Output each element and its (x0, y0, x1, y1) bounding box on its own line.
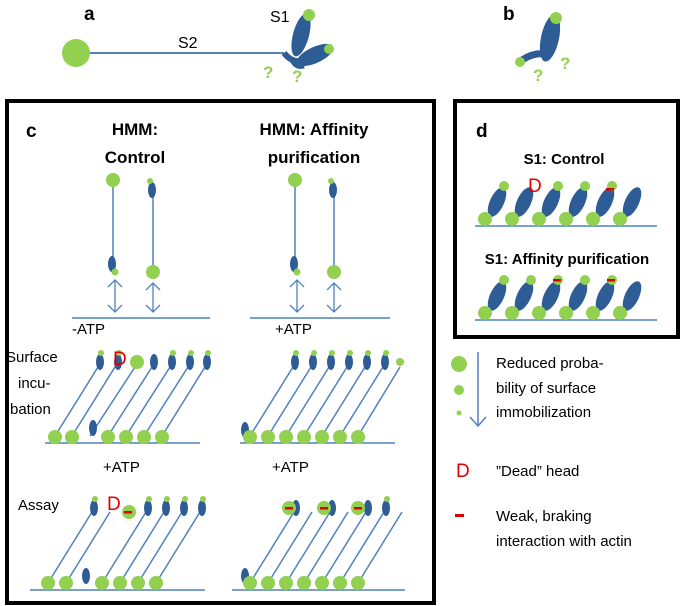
s2-label: S2 (178, 35, 198, 52)
d-control-array: D (475, 176, 657, 227)
minus-atp-label: -ATP (72, 321, 105, 338)
unknown-mark-3: ? (533, 66, 543, 85)
legend-dead-text: ”Dead” head (496, 463, 579, 480)
panel-d: d S1: Control D S1: Affinity purifi (475, 121, 657, 321)
row-surface-1: Surface (6, 349, 58, 366)
assay-affinity (232, 496, 405, 591)
weak-mark-assay-2 (320, 507, 328, 510)
dead-mark-surface: D (113, 349, 127, 370)
legend-arrow (469, 352, 487, 428)
col2-title-2: purification (268, 148, 361, 167)
col1-title-1: HMM: (112, 120, 158, 139)
panel-b-label: b (503, 4, 515, 25)
weak-mark-d-2 (607, 279, 615, 282)
legend-weak-2: interaction with actin (496, 533, 632, 550)
d-affinity-title: S1: Affinity purification (485, 251, 649, 268)
weak-mark-assay-1 (285, 507, 293, 510)
weak-mark-d-control (606, 188, 614, 191)
s1-heads (515, 12, 562, 67)
unknown-mark-2: ? (292, 67, 302, 86)
weak-mark-assay-3 (354, 507, 362, 510)
hmm-heads (281, 9, 334, 69)
assay-control: D (30, 494, 206, 591)
panel-a: a S2 S1 ? ? (62, 4, 334, 86)
col1-title-2: Control (105, 148, 165, 167)
legend-line3: immobilization (496, 404, 591, 421)
tag-large (62, 39, 90, 67)
row-surface-2: incu- (18, 375, 51, 392)
legend-dot-large (451, 356, 467, 372)
legend-line1: Reduced proba- (496, 355, 604, 372)
panel-c-label: c (26, 121, 37, 142)
surface-affinity (240, 350, 404, 444)
panel-d-frame (453, 99, 680, 339)
s1-label: S1 (270, 9, 290, 26)
legend: Reduced proba- bility of surface immobil… (451, 352, 632, 550)
solution-hmm-affinity (250, 173, 390, 319)
unknown-mark-1: ? (263, 63, 273, 82)
plus-atp-label-3: +ATP (272, 459, 309, 476)
panel-a-label: a (84, 4, 95, 25)
plus-atp-label-2: +ATP (103, 459, 140, 476)
dead-mark-assay: D (107, 494, 121, 515)
surface-control: D (45, 349, 211, 444)
weak-mark-assay-control (124, 511, 132, 514)
d-control-title: S1: Control (524, 151, 605, 168)
legend-weak-1: Weak, braking (496, 508, 592, 525)
col2-title-1: HMM: Affinity (260, 120, 369, 139)
legend-dot-medium (454, 385, 464, 395)
panel-d-label: d (476, 121, 488, 142)
d-affinity-array (475, 275, 657, 321)
weak-mark-d-1 (553, 279, 561, 282)
plus-atp-label-1: +ATP (275, 321, 312, 338)
row-assay: Assay (18, 497, 59, 514)
panel-c: c HMM: Control HMM: Affinity purificatio… (6, 120, 405, 591)
row-surface-3: bation (10, 401, 51, 418)
legend-dead-symbol: D (456, 461, 470, 482)
panel-c-frame (5, 99, 436, 605)
legend-line2: bility of surface (496, 380, 596, 397)
solution-hmm-control (72, 173, 210, 319)
legend-weak-symbol (455, 514, 464, 517)
dead-mark-d: D (528, 176, 542, 197)
legend-dot-small (456, 410, 462, 416)
panel-b: b ? ? (503, 4, 570, 85)
unknown-mark-4: ? (560, 54, 570, 73)
